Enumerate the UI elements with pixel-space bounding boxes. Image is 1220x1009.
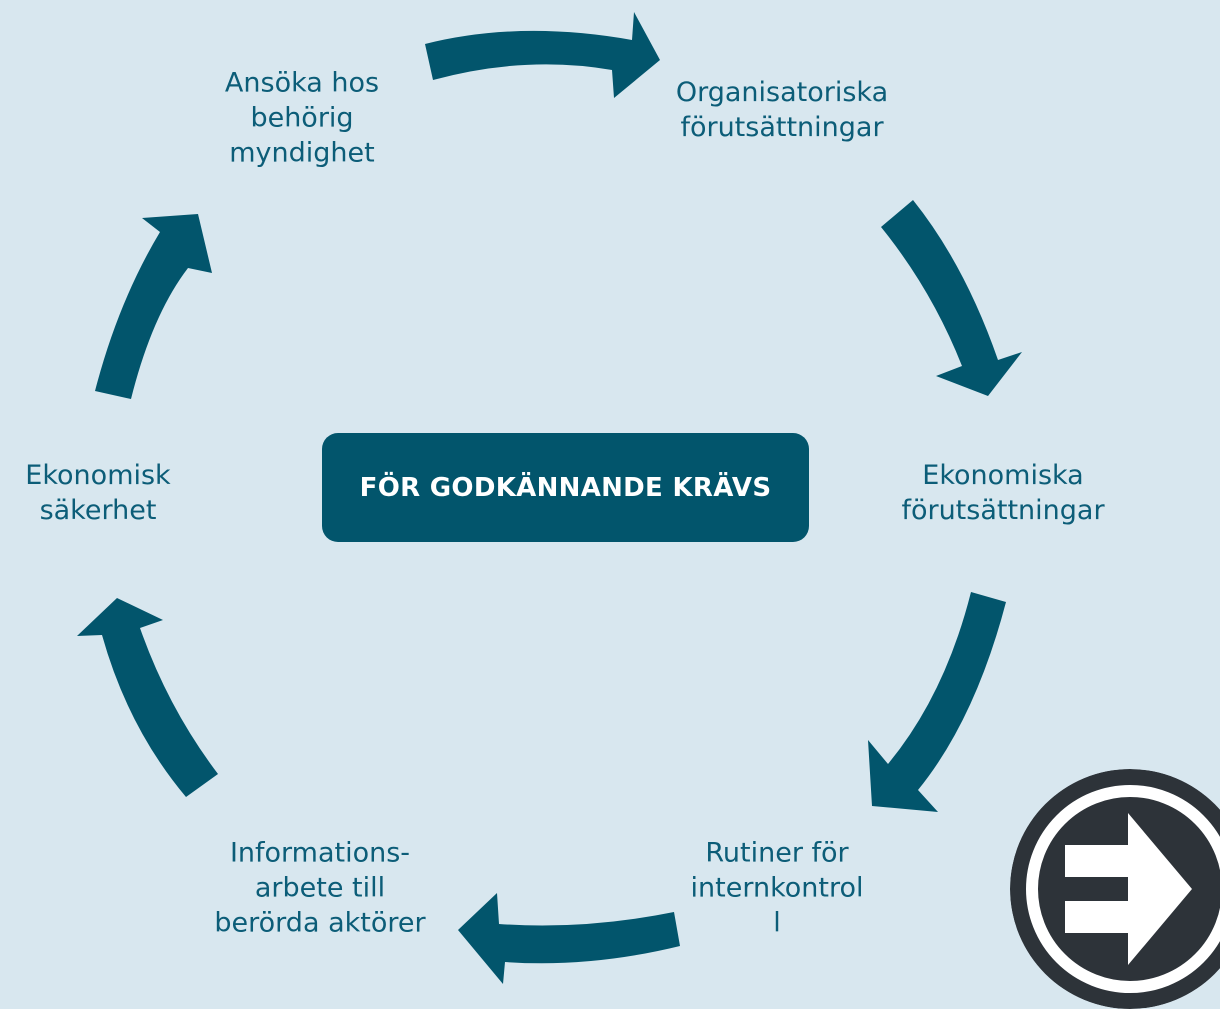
- arrow-organizational-to-economic: [881, 200, 1022, 396]
- arrow-internal-to-information: [458, 893, 680, 984]
- center-requirement-label: FÖR GODKÄNNANDE KRÄVS: [359, 472, 772, 503]
- arrow-apply-to-organizational: [425, 12, 660, 98]
- step-label-information-work: Informations- arbete till berörda aktöre…: [214, 837, 426, 939]
- arrow-security-to-apply: [95, 214, 212, 399]
- step-label-apply-authority: Ansöka hos behörig myndighet: [224, 67, 380, 169]
- center-requirement-box: FÖR GODKÄNNANDE KRÄVS: [322, 433, 809, 542]
- step-label-economic-security: Ekonomisk säkerhet: [25, 459, 171, 526]
- step-label-organizational: Organisatoriska förutsättningar: [675, 76, 889, 143]
- step-label-internal-control: Rutiner för internkontrol l: [690, 837, 864, 939]
- arrow-information-to-security: [77, 598, 218, 797]
- arrow-right-icon: [1010, 769, 1220, 1009]
- arrow-economic-to-internal: [868, 592, 1006, 812]
- next-button[interactable]: [1010, 769, 1220, 1009]
- step-label-economic-conditions: Ekonomiska förutsättningar: [901, 459, 1105, 526]
